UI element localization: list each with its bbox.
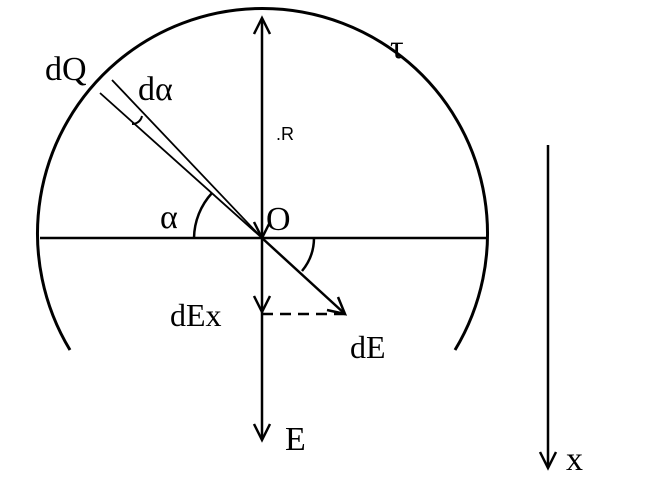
field-element-arrow bbox=[261, 237, 346, 315]
label-angle: α bbox=[160, 199, 178, 236]
field-total-arrowhead bbox=[252, 423, 272, 443]
charged-arc bbox=[36, 7, 489, 351]
label-charge-element: dQ bbox=[45, 51, 87, 88]
x-axis-arrowhead bbox=[538, 451, 558, 471]
label-axis-x: x bbox=[566, 441, 583, 478]
label-radius: .R bbox=[276, 124, 294, 144]
wedge-line-outer bbox=[99, 92, 263, 239]
wedge-angle-arc bbox=[131, 115, 143, 126]
radius-arrow-top bbox=[252, 15, 272, 35]
field-angle-arc bbox=[301, 237, 316, 272]
label-linear-density: τ bbox=[390, 29, 404, 66]
field-element-arrowhead bbox=[326, 296, 348, 316]
field-x-component-arrowhead bbox=[252, 295, 272, 315]
label-field-x-component: dEx bbox=[170, 297, 222, 333]
label-field-element: dE bbox=[350, 329, 386, 365]
label-angle-element: dα bbox=[138, 71, 173, 108]
label-field-total: E bbox=[285, 421, 306, 458]
wedge-line-inner bbox=[111, 79, 263, 239]
label-origin: O bbox=[266, 201, 291, 238]
alpha-angle-arc bbox=[192, 192, 213, 239]
